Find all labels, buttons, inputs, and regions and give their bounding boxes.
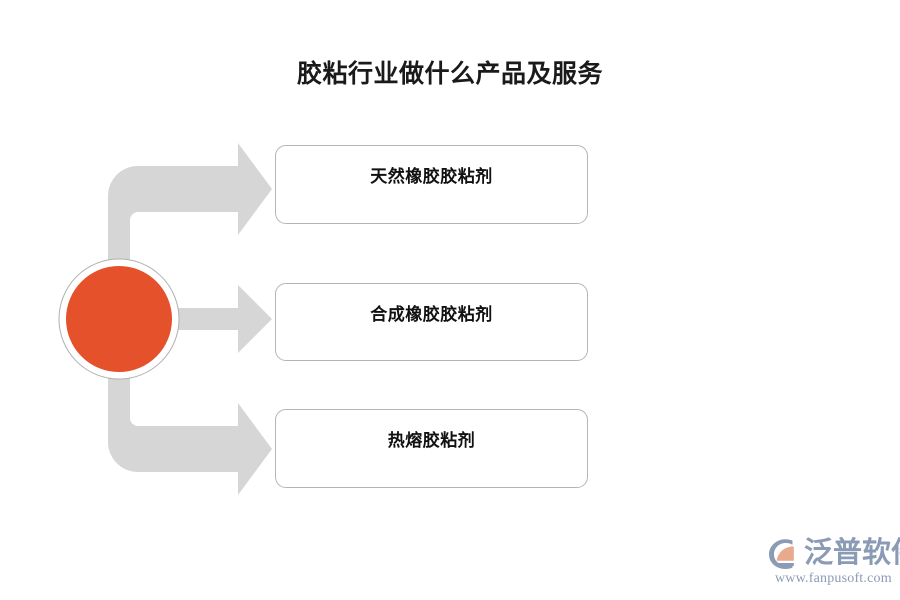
brand-name-cn: 泛普软件: [804, 537, 900, 569]
page-title: 胶粘行业做什么产品及服务: [296, 60, 603, 88]
fanpu-logo-icon: [769, 539, 794, 569]
node-box-synthetic-rubber-adhesive[interactable]: 合成橡胶胶粘剂: [275, 283, 588, 361]
arrow-to-synthetic-rubber-adhesive: [118, 285, 272, 353]
node-label: 天然橡胶胶粘剂: [370, 167, 493, 186]
node-box-hot-melt-adhesive[interactable]: 热熔胶粘剂: [275, 409, 588, 488]
brand-url: www.fanpusoft.com: [775, 571, 892, 586]
brand-watermark: 泛普软件 www.fanpusoft.com: [768, 536, 900, 586]
node-label: 热熔胶粘剂: [387, 431, 476, 450]
node-box-natural-rubber-adhesive[interactable]: 天然橡胶胶粘剂: [275, 145, 588, 224]
arrow-to-natural-rubber-adhesive: [108, 143, 272, 300]
arrow-to-hot-melt-adhesive: [108, 338, 272, 495]
hub-node[interactable]: [66, 266, 172, 372]
node-label: 合成橡胶胶粘剂: [370, 305, 493, 324]
